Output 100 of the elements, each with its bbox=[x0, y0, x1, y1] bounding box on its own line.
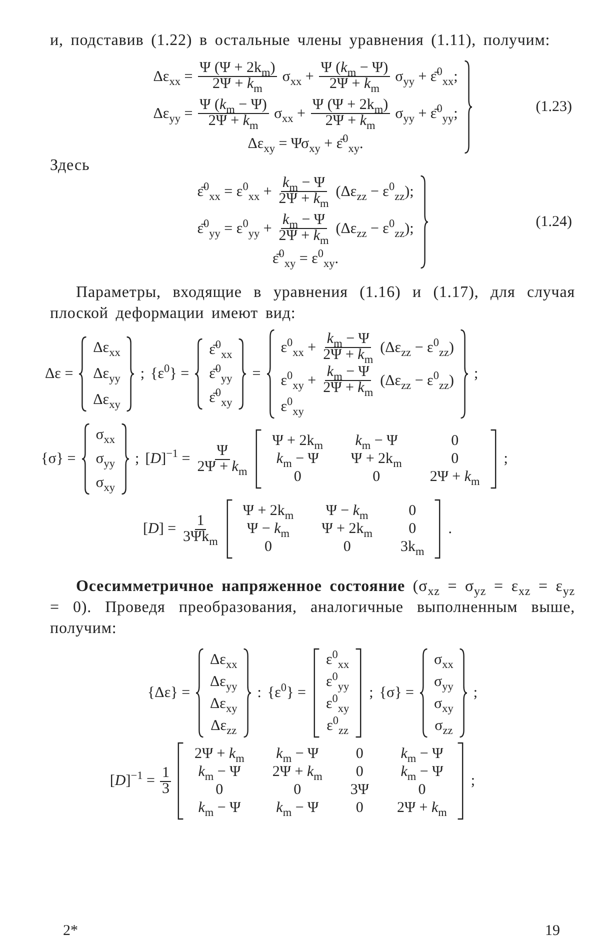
fraction-numerator: Ψ (k$_{m}$ − Ψ) bbox=[198, 98, 269, 114]
matrix-entry: 0 bbox=[408, 520, 418, 538]
matrix-entry: 0 bbox=[408, 502, 418, 520]
fraction-numerator: Ψ (k$_{m}$ − Ψ) bbox=[318, 61, 390, 77]
math-expression: ; bbox=[139, 365, 146, 383]
matrix-entry: 0 bbox=[372, 468, 382, 486]
math-expression: [D] = bbox=[142, 520, 178, 538]
matrix-entry: 2Ψ + k$_{m}$ bbox=[428, 468, 481, 486]
fraction-numerator: k$_{m}$ − Ψ bbox=[280, 213, 327, 229]
fraction-numerator: Ψ (Ψ + 2k$_{m}$) bbox=[198, 61, 278, 77]
fraction-numerator: k$_{m}$ − Ψ bbox=[280, 176, 327, 192]
matrix-entry: Ψ + 2k$_{m}$ bbox=[320, 520, 374, 538]
math-expression: Δε$_{xy}$ = Ψσ$_{xy}$ + ε̄$^{0}$$_{xy}$. bbox=[246, 135, 364, 153]
math-expression: : bbox=[256, 684, 262, 702]
math-expression: {ε$^{0}$} = bbox=[150, 365, 190, 383]
math-expression: ; bbox=[502, 450, 509, 468]
math-expression: ; bbox=[134, 450, 140, 468]
vector-entry: σ$_{yy}$ bbox=[433, 673, 454, 691]
fraction-denominator: 2Ψ + k$_{m}$ bbox=[322, 381, 374, 396]
fraction-numerator: Ψ (Ψ + 2k$_{m}$) bbox=[310, 98, 390, 114]
vector-entry: σ$_{yy}$ bbox=[94, 450, 116, 468]
math-expression: σ$_{yy}$ + ε̄$^{0}$$_{xx}$; bbox=[394, 68, 459, 86]
fraction-denominator: 2Ψ + k$_{m}$ bbox=[196, 460, 248, 474]
matrix-entry: 0 bbox=[450, 450, 460, 468]
math-expression: (Δε$_{zz}$ − ε$^{0}$$_{zz}$); bbox=[334, 220, 415, 238]
matrix-entry: Ψ − k$_{m}$ bbox=[246, 520, 291, 538]
matrix-entry: 0 bbox=[450, 432, 460, 450]
vector-entry: Δε$_{xx}$ bbox=[92, 339, 122, 357]
math-expression: Δε$_{xx}$ = bbox=[152, 68, 194, 86]
matrix-entry: k$_{m}$ − Ψ bbox=[400, 763, 444, 781]
matrix-entry: 0 bbox=[214, 781, 224, 799]
matrix-entry: k$_{m}$ − Ψ bbox=[197, 763, 242, 781]
matrix-entry: 0 bbox=[292, 781, 302, 799]
fraction-denominator: 2Ψ + k$_{m}$ bbox=[328, 77, 380, 92]
math-expression: σ$_{xx}$ + bbox=[281, 68, 315, 86]
vector-entry: Δε$_{yy}$ bbox=[209, 673, 238, 691]
matrix-entry: k$_{m}$ − Ψ bbox=[275, 450, 320, 468]
math-expression: ε̄$^{0}$$_{yy}$ = ε$^{0}$$_{yy}$ + bbox=[196, 220, 273, 238]
equation-number: (1.23) bbox=[534, 98, 573, 116]
math-expression: (Δε$_{zz}$ − ε$^{0}$$_{zz}$) bbox=[379, 372, 455, 390]
math-expression: ; bbox=[472, 365, 480, 383]
matrix-entry: 0 bbox=[342, 538, 352, 556]
fraction-numerator: 1 bbox=[160, 766, 172, 782]
vector-entry: Δε$_{xy}$ bbox=[209, 695, 238, 713]
matrix-entry: Ψ − k$_{m}$ bbox=[324, 502, 370, 520]
fraction-denominator: 2Ψ + k$_{m}$ bbox=[278, 192, 330, 207]
math-expression: Δε = bbox=[44, 365, 74, 383]
vector-entry: σ$_{xx}$ bbox=[94, 426, 116, 444]
math-expression: (Δε$_{zz}$ − ε$^{0}$$_{zz}$) bbox=[379, 338, 455, 356]
matrix-entry: k$_{m}$ − Ψ bbox=[275, 799, 320, 817]
fraction-numerator: 1 bbox=[194, 514, 206, 530]
vector-entry: Δε$_{xy}$ bbox=[92, 391, 122, 409]
matrix-entry: 0 bbox=[354, 745, 364, 763]
matrix-entry: 2Ψ + k$_{m}$ bbox=[271, 763, 324, 781]
vector-entry: σ$_{xx}$ bbox=[433, 651, 454, 669]
math-expression: {ε$^{0}$} = bbox=[266, 684, 307, 702]
math-expression: ; bbox=[470, 772, 476, 790]
paragraph: Здесь bbox=[50, 156, 91, 176]
matrix-entry: k$_{m}$ − Ψ bbox=[400, 745, 444, 763]
math-expression: ε̄$^{0}$$_{xx}$ = ε$^{0}$$_{xx}$ + bbox=[196, 182, 273, 200]
matrix-entry: 2Ψ + k$_{m}$ bbox=[396, 799, 448, 817]
fraction-numerator: k$_{m}$ − Ψ bbox=[324, 332, 372, 348]
math-expression: ε$^{0}$$_{xy}$ + bbox=[280, 372, 318, 390]
math-expression: ; bbox=[368, 684, 374, 702]
paragraph: и, подставив (1.22) в остальные члены уравнения (1.11), получим: bbox=[50, 31, 552, 51]
matrix-entry: Ψ + 2k$_{m}$ bbox=[242, 502, 295, 520]
matrix-entry: 0 bbox=[264, 538, 274, 556]
fraction-denominator: 2Ψ + k$_{m}$ bbox=[207, 114, 260, 129]
matrix-entry: 0 bbox=[292, 468, 302, 486]
matrix-entry: k$_{m}$ − Ψ bbox=[354, 432, 399, 450]
paragraph: Осесимметричное напряженное состояние (σ$_{xz}$ = σ$_{yz}$ = ε$_{xz}$ = ε$_{yz}$ = 0). Проведя преобразования, аналогичные выполненным выше, получим: bbox=[50, 577, 575, 639]
math-expression: σ$_{yy}$ + ε̄$^{0}$$_{yy}$; bbox=[394, 104, 459, 122]
page-number: 19 bbox=[544, 922, 561, 940]
fraction-denominator: 2Ψ + k$_{m}$ bbox=[322, 348, 374, 363]
vector-entry: σ$_{zz}$ bbox=[434, 717, 454, 735]
fraction-denominator: 3Ψk$_{m}$ bbox=[182, 530, 219, 544]
math-expression: ; bbox=[472, 684, 479, 702]
math-expression: ε̄$^{0}$$_{xy}$ = ε$^{0}$$_{xy}$. bbox=[271, 250, 340, 268]
math-expression: ε$^{0}$$_{xx}$ + bbox=[280, 338, 318, 356]
vector-entry: σ$_{xy}$ bbox=[94, 474, 116, 492]
math-expression: [D]$^{−1}$ = bbox=[144, 450, 192, 468]
matrix-entry: 0 bbox=[354, 763, 364, 781]
math-expression: = bbox=[251, 365, 262, 383]
matrix-entry: Ψ + 2k$_{m}$ bbox=[271, 432, 324, 450]
math-expression: {Δε} = bbox=[146, 684, 192, 702]
equation-number: (1.24) bbox=[534, 213, 573, 231]
fraction-denominator: 2Ψ + k$_{m}$ bbox=[211, 77, 264, 92]
matrix-entry: 3k$_{m}$ bbox=[399, 538, 426, 556]
vector-entry: Δε$_{zz}$ bbox=[210, 717, 238, 735]
vector-entry: Δε$_{yy}$ bbox=[92, 365, 122, 383]
fraction-numerator: k$_{m}$ − Ψ bbox=[324, 365, 372, 381]
fraction-denominator: 2Ψ + k$_{m}$ bbox=[324, 114, 376, 129]
math-expression: . bbox=[447, 520, 453, 538]
math-expression: σ$_{xx}$ + bbox=[272, 104, 306, 122]
signature-mark: 2* bbox=[62, 922, 79, 940]
matrix-entry: 0 bbox=[417, 781, 427, 799]
math-expression: {σ} = bbox=[378, 684, 416, 702]
math-expression: Δε$_{yy}$ = bbox=[152, 104, 194, 122]
paragraph: Параметры, входящие в уравнения (1.16) и (1.17), для случая плоской деформации имеют вид: bbox=[50, 283, 575, 324]
matrix-entry: Ψ + 2k$_{m}$ bbox=[350, 450, 403, 468]
